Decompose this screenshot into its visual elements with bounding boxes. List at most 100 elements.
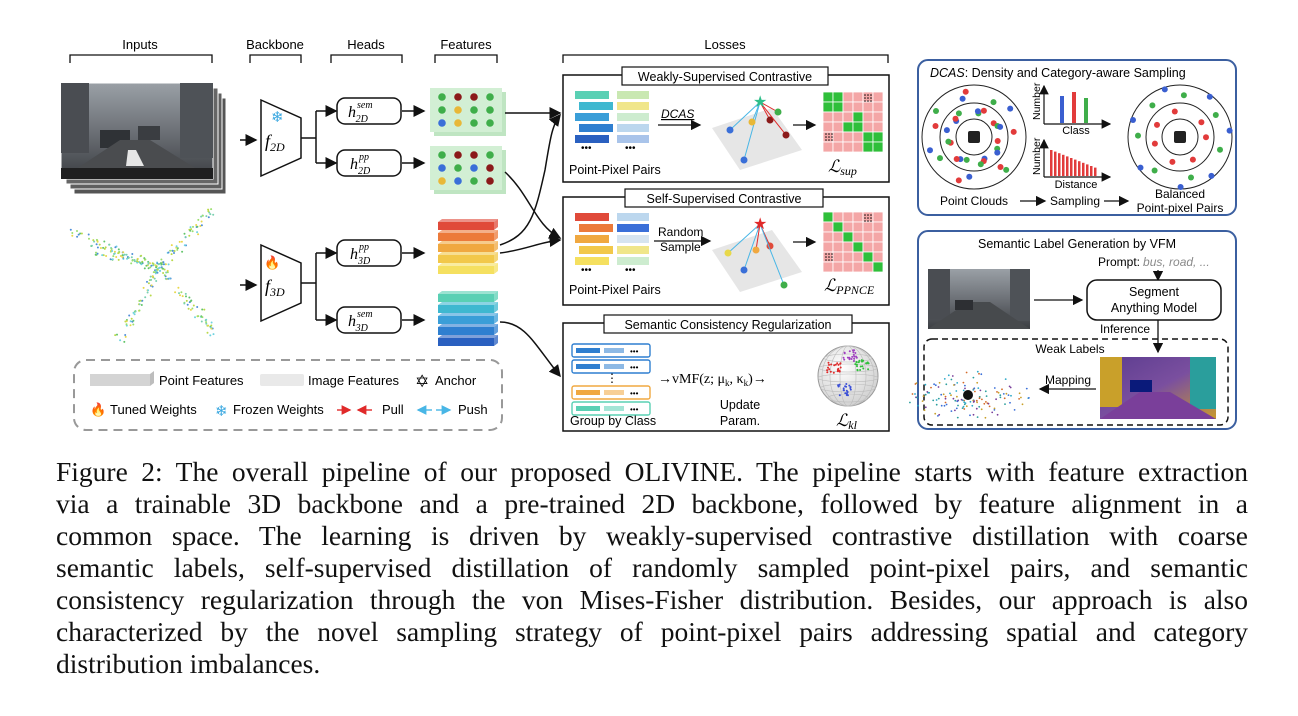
point-cloud-dot <box>111 250 114 252</box>
labeled-point <box>1013 409 1016 411</box>
caption-line: characterized by the novel sampling stra… <box>56 616 1248 647</box>
labeled-point <box>937 386 940 388</box>
sample-point <box>959 95 966 102</box>
matrix-cell <box>842 101 854 113</box>
point-cloud-dot <box>199 225 202 227</box>
labeled-point <box>1009 401 1011 404</box>
legend-point-features: Point Features <box>159 373 244 388</box>
labeled-point <box>956 382 959 384</box>
labeled-point <box>976 370 979 373</box>
legend-pull: Pull <box>382 402 404 417</box>
point-cloud-dot <box>88 237 90 240</box>
point-cloud-dot <box>209 213 212 216</box>
matrix-dot <box>825 133 827 135</box>
labeled-point <box>1005 392 1008 395</box>
sample-point <box>1154 121 1160 128</box>
stack-slab-side <box>494 219 498 230</box>
feature-dot <box>438 93 446 101</box>
pair-point-slab <box>575 235 609 243</box>
matrix-cell <box>872 241 884 253</box>
sphere-latitude <box>818 363 878 373</box>
matrix-cell <box>872 141 884 153</box>
labeled-point <box>985 395 988 397</box>
matrix-cell <box>872 111 884 123</box>
sample-point <box>1130 117 1136 123</box>
f3d-symbol: f <box>265 276 273 296</box>
labeled-point <box>977 387 980 389</box>
backbone-3d: 🔥 f3D <box>240 243 302 323</box>
embedding-point <box>780 281 788 289</box>
labeled-point <box>976 381 979 384</box>
labeled-point <box>944 395 947 398</box>
labeled-point <box>937 397 940 400</box>
head-sem-2d-sub: 2D <box>356 114 369 125</box>
distance-ring <box>921 84 1027 190</box>
legend-tuned-weights: Tuned Weights <box>110 402 197 417</box>
distance-bar <box>1074 159 1077 176</box>
matrix-dot <box>864 220 866 222</box>
point-cloud-dot <box>105 255 108 257</box>
feature-dot <box>438 106 446 114</box>
matrix-cell <box>872 231 884 243</box>
image-feature-map-pp <box>430 146 506 194</box>
feature-dot <box>438 164 446 172</box>
fire-icon-legend: 🔥 <box>90 402 106 417</box>
sample-point <box>1161 86 1168 93</box>
point-cloud-dot <box>212 333 215 336</box>
embedding-edge <box>743 223 761 271</box>
matrix-dot <box>831 256 833 258</box>
matrix-cell <box>842 91 854 103</box>
matrix-dot <box>867 94 869 96</box>
labeled-point <box>1025 387 1028 390</box>
point-cloud-dot <box>171 249 174 252</box>
matrix-dot <box>870 220 872 222</box>
head-sem-3d-h: h <box>348 313 356 330</box>
labeled-point <box>963 408 966 410</box>
point-cloud-dot <box>201 214 204 217</box>
f2d-subscript: 2D <box>270 140 285 154</box>
class-groups: ••••••••••••⋮ <box>571 343 651 416</box>
point-cloud-dot <box>171 259 174 262</box>
point-cloud-dot <box>196 306 199 308</box>
stack-slab <box>438 338 494 346</box>
point-cloud-dot <box>132 319 135 322</box>
matrix-cell <box>832 111 844 123</box>
point-cloud-dot <box>149 266 152 269</box>
labeled-point <box>924 406 927 409</box>
point-cloud-dot <box>175 245 178 248</box>
labeled-point <box>1020 396 1022 399</box>
feature-dot <box>454 106 462 114</box>
point-cloud-dot <box>114 334 117 337</box>
sample-point <box>1206 93 1213 100</box>
point-cloud-dot <box>125 253 128 256</box>
labeled-point <box>1007 394 1010 396</box>
sample-point <box>1226 127 1233 134</box>
embedding-point <box>740 266 748 274</box>
point-cloud-dot <box>125 323 128 326</box>
matrix-cell <box>872 131 884 143</box>
sample-point <box>997 164 1004 170</box>
point-cloud-dot <box>210 208 213 211</box>
class-group-chip <box>576 364 600 369</box>
labeled-point-cloud <box>909 370 1030 419</box>
point-cloud-dot <box>176 247 179 250</box>
sample-point <box>1003 166 1010 173</box>
point-cloud-dot <box>155 270 158 273</box>
sample-point <box>1208 172 1215 179</box>
l-sup-symbol: ℒ <box>828 157 841 176</box>
sample-point <box>1151 140 1158 147</box>
embedding-point <box>782 131 790 139</box>
matrix-dot <box>825 253 827 255</box>
point-cloud-dot <box>154 264 157 267</box>
labeled-point <box>950 394 952 397</box>
matrix-cell <box>842 111 854 123</box>
feature-dot <box>486 151 494 159</box>
sphere-point <box>833 364 836 367</box>
head-pp-3d-sub: 3D <box>357 256 371 267</box>
feature-dot <box>470 93 478 101</box>
header-backbone: Backbone <box>246 37 304 52</box>
frozen-icon: ❄ <box>271 109 284 126</box>
